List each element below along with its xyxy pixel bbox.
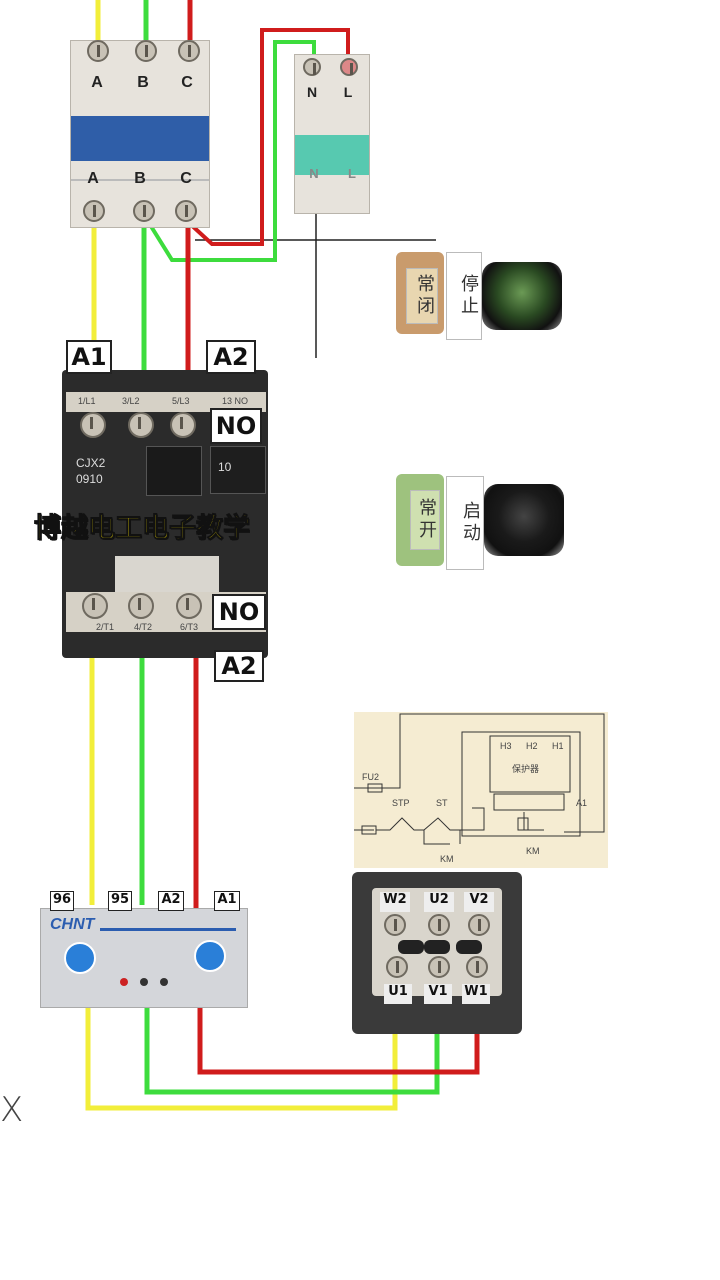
motor-label-v1: V1 [424,984,452,1004]
protector-brand: CHNT [50,916,95,933]
schematic-label-st: ST [436,798,448,808]
breaker2p-handle[interactable] [295,135,369,175]
motor-term-u1 [386,956,408,978]
protector-led-2 [140,978,148,986]
schematic-label-km-1: KM [440,854,454,864]
motor-link-1 [398,940,424,954]
motor-label-u1: U1 [384,984,412,1004]
two-pole-breaker [294,54,370,214]
protector-stripe [100,928,236,931]
start-button-side-label: 常开 [410,490,440,550]
motor-term-w1 [466,956,488,978]
motor-link-2 [424,940,450,954]
terminal-b-bottom [133,200,155,222]
protector-led-1 [120,978,128,986]
motor-term-v1 [428,956,450,978]
breaker3p-bottom-label-c: C [180,170,192,187]
schematic-label-a1: A1 [576,798,588,808]
breaker3p-bottom-label-b: B [134,170,146,187]
contactor-bottom-term-1: 2/T1 [96,622,115,632]
watermark-text: 博越电工电子教学 [34,513,251,545]
terminal-a-bottom [83,200,105,222]
contactor-window [115,556,219,592]
contactor-term-l3 [170,412,196,438]
breaker3p-top-label-b: B [137,74,149,91]
stop-button-cap[interactable] [482,262,562,330]
terminal-c-bottom [175,200,197,222]
schematic-label-km-2: KM [526,846,540,856]
protector-knob-right[interactable] [194,940,226,972]
contactor-tag-a1: A1 [66,340,112,374]
contactor-aux-label: 10 [218,460,232,474]
terminal-l-top [340,58,358,76]
stop-button-side-label: 常闭 [406,268,438,324]
terminal-c-top [178,40,200,62]
terminal-b-top [135,40,157,62]
schematic-label-h2: H2 [526,741,538,751]
contactor-block-right [210,446,266,494]
stop-button-label: 停止 [446,252,482,340]
motor-term-v2 [468,914,490,936]
breaker2p-top-label-n: N [306,84,318,100]
contactor-top-rail [66,392,266,412]
terminal-n-top [303,58,321,76]
schematic-label-protector: 保护器 [512,764,540,774]
red-wire-l [186,28,350,246]
protector-tag-96: 96 [50,891,74,911]
protector-knob-left[interactable] [64,942,96,974]
contactor-top-term-2: 3/L2 [122,396,140,406]
terminal-a-top [87,40,109,62]
contactor-bottom-term-2: 4/T2 [134,622,153,632]
schematic-label-h1: H1 [552,741,564,751]
schematic-label-stp: STP [392,798,410,808]
breaker3p-bottom-label-a: A [87,170,99,187]
breaker2p-bottom-label-n: N [309,166,319,181]
contactor-block-left [146,446,202,496]
control-schematic [354,712,608,868]
contactor-tag-no-top: NO [210,408,262,444]
protector-tag-a1: A1 [214,891,240,911]
schematic-label-fu2: FU2 [362,772,380,782]
contactor-tag-a2-bottom: A2 [214,650,264,682]
motor-term-u2 [428,914,450,936]
contactor-model-line2: 0910 [76,472,103,486]
contactor-term-t3 [176,593,202,619]
protector-led-3 [160,978,168,986]
contactor-tag-a2-top: A2 [206,340,256,374]
contactor-tag-no-bottom: NO [212,594,266,630]
contactor-top-term-1: 1/L1 [78,396,96,406]
start-button-label: 启动 [446,476,484,570]
breaker3p-top-label-c: C [181,74,193,91]
motor-term-w2 [384,914,406,936]
contactor-bottom-term-3: 6/T3 [180,622,199,632]
green-wire-n [142,40,316,262]
schematic-lines [354,713,605,845]
schematic-label-h3: H3 [500,741,512,751]
motor-label-u2: U2 [424,892,454,912]
protector-tag-a2: A2 [158,891,184,911]
contactor-term-t2 [128,593,154,619]
contactor-top-term-4: 13 NO [222,396,249,406]
three-pole-breaker [70,40,210,228]
breaker3p-top-label-a: A [91,74,103,91]
breaker2p-top-label-l: L [343,84,353,100]
contactor-term-t1 [82,593,108,619]
protector-tag-95: 95 [108,891,132,911]
close-icon[interactable]: X [0,1090,24,1130]
breaker-handle-band[interactable] [71,116,209,161]
contactor-term-l1 [80,412,106,438]
start-button-cap[interactable] [484,484,564,556]
motor-label-v2: V2 [464,892,494,912]
motor-link-3 [456,940,482,954]
yellow-wire-motor [85,968,398,1111]
contactor-term-l2 [128,412,154,438]
motor-label-w2: W2 [380,892,410,912]
contactor-top-term-3: 5/L3 [172,396,190,406]
motor-label-w1: W1 [462,984,490,1004]
breaker2p-bottom-label-l: L [348,166,356,181]
contactor-model-line1: CJX2 [76,456,106,470]
